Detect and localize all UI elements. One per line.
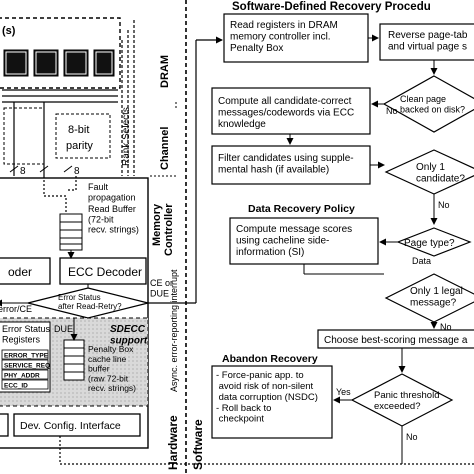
dram-chip [33,49,59,77]
page-type: Page type? [404,238,455,249]
abandon-box [211,365,333,439]
read-registers-box [223,13,369,63]
register-field: ECC_ID [4,383,28,390]
compute-scores-box [229,217,379,265]
dev-config: Dev. Config. Interface [20,420,121,432]
ecc-decoder: ECC Decoder [68,265,142,279]
fault-propagation-arrows [43,176,77,221]
bus-width-marks [9,165,73,173]
bus-width-a: 8 [20,166,26,177]
choose-best: Choose best-scoring message a [324,335,468,346]
no-label-candidate: No [438,200,450,210]
parity-line2: parity [66,140,93,152]
rollback-line [59,436,474,465]
dram-chip [63,49,89,77]
decoder-left-box [0,257,51,285]
decoder-left: oder [8,265,32,279]
dram-chip [3,49,29,77]
read-buffer [59,213,83,251]
dram-chip [93,49,115,77]
rank-selects-label: Rank Selects [121,107,132,166]
parity-line1: 8-bit [68,124,89,136]
register-fields: ERROR_TYPE SERVICE_REQ PHY_ADDR ECC_ID [1,349,50,390]
software-label: Software [191,419,205,470]
no-label-legal: No [440,322,452,332]
parity-box [55,113,111,159]
register-field: ERROR_TYPE [4,353,49,360]
page-type-diamond [396,227,472,257]
register-field: SERVICE_REQ [4,363,50,370]
data-label: Data [412,256,431,266]
dram-label: DRAM [159,55,171,88]
controller-label-top: Memory [151,203,163,246]
due-label: DUE [54,324,73,334]
rank-title: (s) [2,25,16,37]
compute-candidates-box [211,87,371,135]
controller-label-bottom: Controller [163,203,175,256]
penalty-box-buffer [63,339,85,381]
abandon-title: Abandon Recovery [222,353,318,365]
ecc-decoder-box [59,257,147,285]
error-ce-label: error/CE [0,304,32,314]
choose-best-box [317,329,474,349]
reverse-tables-box [379,23,474,61]
clean-page-diamond [382,75,474,133]
data-recovery-title: Data Recovery Policy [248,203,355,215]
bus-width-b: 8 [74,166,80,177]
channel-label: Channel [159,127,171,170]
async-interrupt: Async. error-reporting interrupt [169,269,179,392]
filter-candidates: Filter candidates using supple-mental ha… [218,153,354,176]
dev-config-box [13,413,141,437]
yes-label-panic: Yes [336,387,351,397]
filter-candidates-box [211,145,371,185]
register-field: PHY_ADDR [4,373,40,380]
dram-rank: (s) [0,17,121,89]
no-label-panic: No [406,432,418,442]
hardware-label: Hardware [166,415,180,470]
abandon-text: - Force-panic app. to avoid risk of non-… [216,370,318,425]
recovery-title: Software-Defined Recovery Procedu [232,1,431,13]
no-label-clean: No [386,106,398,116]
